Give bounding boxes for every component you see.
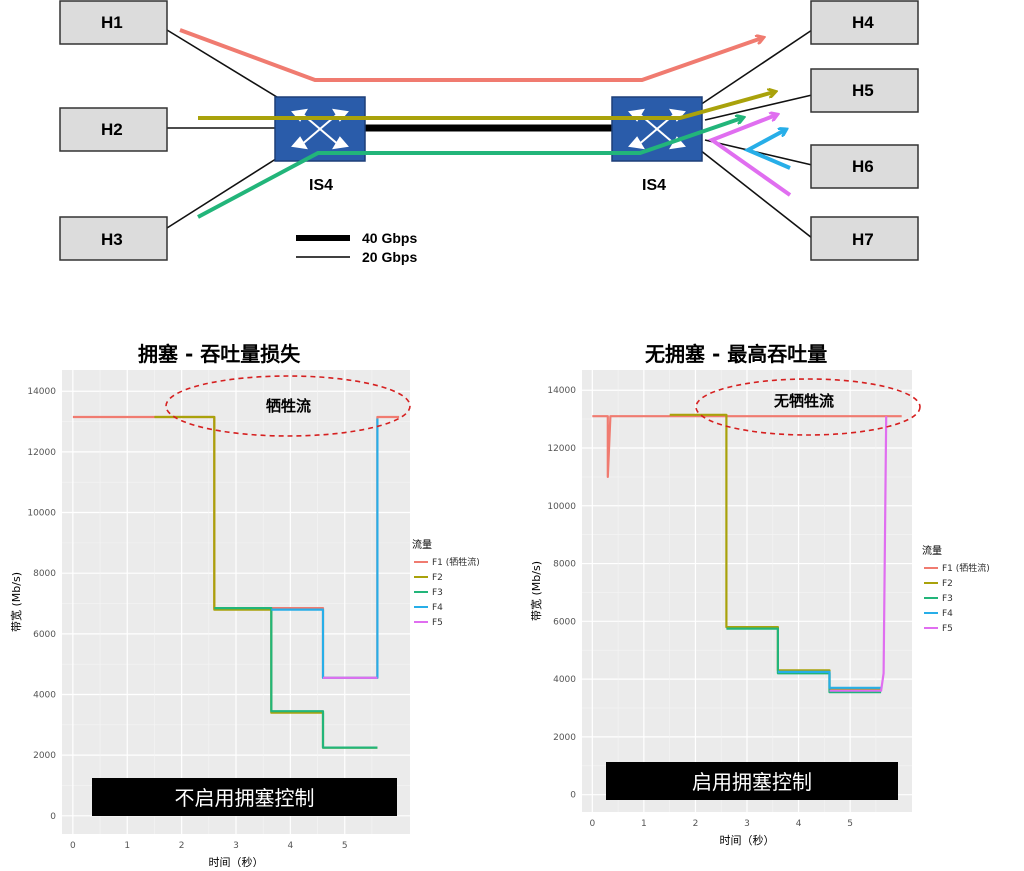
host-h7: H7	[810, 216, 919, 261]
legend-item-label: F2	[432, 573, 443, 583]
switch-right-label: IS4	[642, 177, 666, 194]
flow-f3-arrow	[197, 118, 742, 219]
y-tick-label: 2000	[553, 733, 576, 743]
y-tick-label: 8000	[553, 560, 576, 570]
x-tick-label: 0	[589, 819, 595, 829]
flow-f4-arrow	[743, 130, 791, 170]
host-h6: H6	[810, 144, 919, 189]
host-h3: H3	[59, 216, 168, 261]
banner-label: 不启用拥塞控制	[175, 786, 315, 810]
x-tick-label: 5	[342, 841, 348, 851]
legend-40g-label: 40 Gbps	[362, 230, 417, 246]
chart-2-title: 无拥塞 - 最高吞吐量	[645, 342, 828, 366]
legend-item-label: F3	[942, 594, 953, 604]
annotation-label: 牺牲流	[266, 397, 311, 415]
link-legend: 40 Gbps 20 Gbps	[296, 230, 417, 265]
series-line-3	[726, 627, 882, 694]
y-tick-label: 0	[50, 812, 56, 822]
banner-background	[606, 762, 898, 800]
series-line-5	[829, 416, 888, 692]
host-h4: H4	[810, 0, 919, 45]
legend-item-label: F5	[432, 618, 443, 628]
y-tick-label: 12000	[27, 448, 56, 458]
y-axis-label: 带宽 (Mb/s)	[529, 561, 543, 621]
flow-f1-arrow	[179, 28, 762, 82]
y-tick-label: 6000	[553, 617, 576, 627]
x-tick-label: 2	[179, 841, 185, 851]
x-tick-label: 0	[70, 841, 76, 851]
series-line-1	[592, 415, 902, 478]
legend-20g-label: 20 Gbps	[362, 249, 417, 265]
banner-background	[92, 778, 397, 816]
annotation-ellipse	[165, 375, 411, 437]
host-h5-label: H5	[852, 81, 874, 100]
host-h5: H5	[810, 68, 919, 113]
annotation-label: 无牺牲流	[773, 392, 834, 410]
legend-title: 流量	[412, 538, 432, 551]
x-tick-label: 3	[744, 819, 750, 829]
x-tick-label: 3	[233, 841, 239, 851]
switch-left-label: IS4	[309, 177, 333, 194]
host-h1-label: H1	[101, 13, 123, 32]
x-tick-label: 2	[693, 819, 699, 829]
legend-title: 流量	[922, 544, 942, 557]
y-tick-label: 14000	[27, 387, 56, 397]
x-tick-label: 1	[124, 841, 130, 851]
legend-item-label: F2	[942, 579, 953, 589]
annotation-ellipse	[695, 378, 921, 436]
y-tick-label: 10000	[547, 502, 576, 512]
switch-right	[611, 96, 703, 162]
x-tick-label: 4	[288, 841, 294, 851]
y-tick-label: 4000	[553, 675, 576, 685]
flow-f5-arrow	[707, 115, 792, 197]
host-h6-label: H6	[852, 157, 874, 176]
legend-item-label: F1 (牺牲流)	[942, 562, 990, 574]
legend-item-label: F3	[432, 588, 443, 598]
y-tick-label: 2000	[33, 751, 56, 761]
banner-label: 启用拥塞控制	[692, 770, 812, 794]
y-tick-label: 0	[570, 791, 576, 801]
chart-1: 0 2000 4000 6000 8000 10000 12000 14000 0 1 2 3 4 5 时间…	[9, 370, 480, 867]
host-h7-label: H7	[852, 230, 874, 249]
x-tick-label: 4	[796, 819, 802, 829]
x-tick-label: 5	[847, 819, 853, 829]
legend-item-label: F4	[942, 609, 953, 619]
chart-2: 0 2000 4000 6000 8000 10000 12000 14000 0 1 2 3 4 5 时间…	[529, 370, 990, 847]
y-tick-label: 10000	[27, 509, 56, 519]
y-tick-label: 14000	[547, 386, 576, 396]
legend-item-label: F1 (牺牲流)	[432, 556, 480, 568]
flow-f2-arrow	[198, 92, 774, 120]
chart-1-title: 拥塞 - 吞吐量损失	[138, 342, 301, 366]
y-tick-label: 12000	[547, 444, 576, 454]
x-tick-label: 1	[641, 819, 647, 829]
host-h3-label: H3	[101, 230, 123, 249]
series-line-4	[777, 670, 882, 689]
y-axis-label: 带宽 (Mb/s)	[9, 572, 23, 632]
y-tick-label: 8000	[33, 569, 56, 579]
x-axis-label: 时间（秒）	[720, 833, 775, 847]
host-h1: H1	[59, 0, 168, 45]
legend-item-label: F4	[432, 603, 443, 613]
host-h4-label: H4	[852, 13, 874, 32]
legend-item-label: F5	[942, 624, 953, 634]
x-axis-label: 时间（秒）	[209, 855, 264, 867]
host-h2: H2	[59, 107, 168, 152]
y-tick-label: 6000	[33, 630, 56, 640]
y-tick-label: 4000	[33, 690, 56, 700]
series-line-3	[214, 607, 378, 749]
host-h2-label: H2	[101, 120, 123, 139]
network-topology-diagram: IS4 IS4 H1 H2 H3 H4 H5 H6 H7 40 Gbps 20 …	[59, 0, 919, 265]
